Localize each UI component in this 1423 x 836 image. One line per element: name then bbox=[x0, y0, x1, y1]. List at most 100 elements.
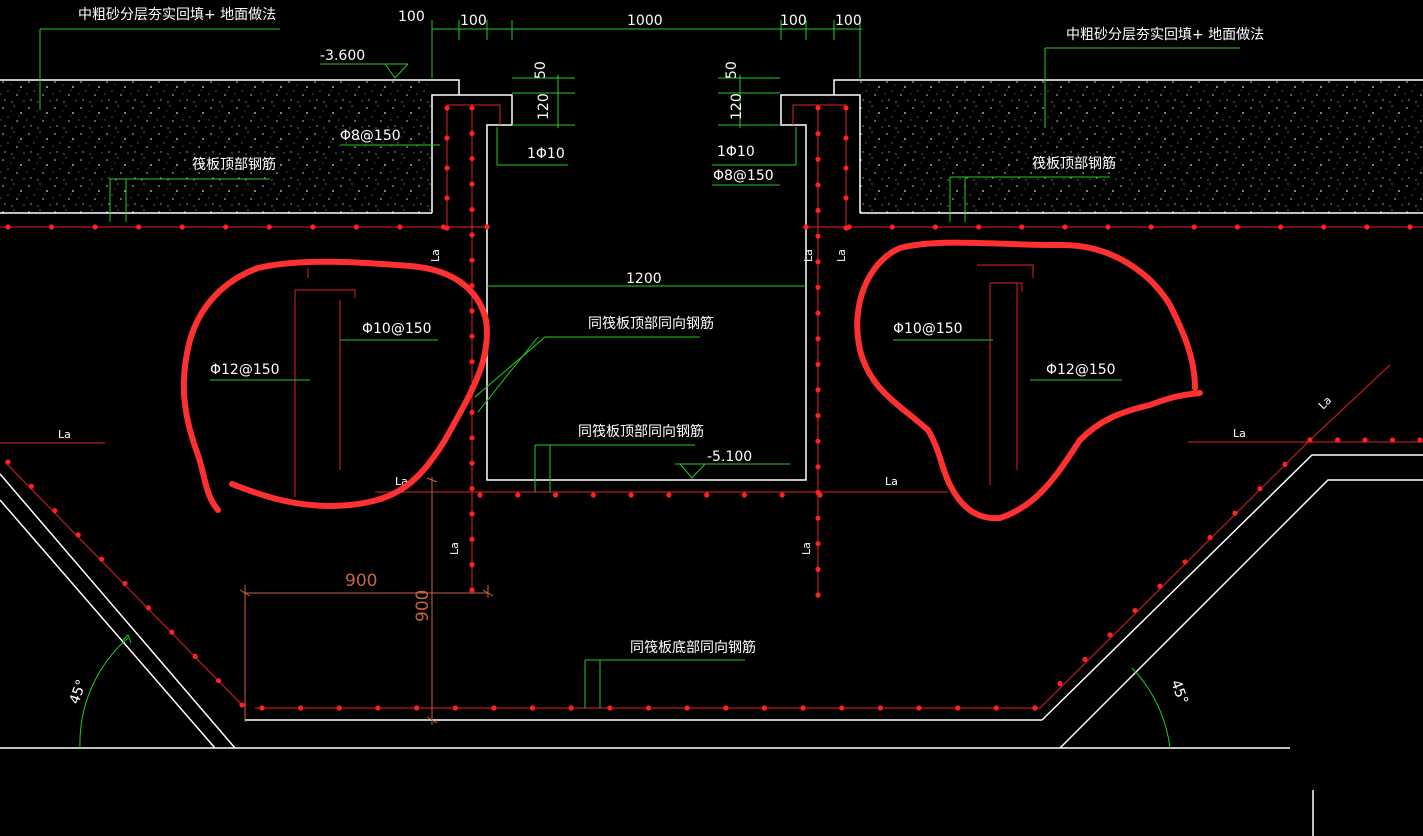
rebar-dot-16 bbox=[976, 224, 982, 230]
angle-right: 45° bbox=[1167, 678, 1191, 707]
rebar-dot-59 bbox=[815, 156, 821, 162]
rebar-dot-12 bbox=[803, 224, 809, 230]
rebar-dot-34 bbox=[469, 156, 475, 162]
rebar-dot-79 bbox=[553, 492, 559, 498]
rebar-dot-2 bbox=[92, 224, 98, 230]
rebar-dot-101 bbox=[375, 705, 381, 711]
dim-width-900: 900 bbox=[345, 571, 377, 591]
rebar-dot-90 bbox=[75, 532, 81, 538]
rebar-dot-21 bbox=[1191, 224, 1197, 230]
rebar-dot-33 bbox=[469, 130, 475, 136]
rebar-dot-9 bbox=[397, 224, 403, 230]
rebar-dot-131 bbox=[1307, 437, 1313, 443]
dim-top-100-a: 100 bbox=[398, 9, 425, 25]
stirrup-right: Φ8@150 bbox=[713, 168, 774, 184]
rebar-dot-53 bbox=[843, 135, 849, 141]
rebar-dot-19 bbox=[1105, 224, 1111, 230]
rebar-dot-121 bbox=[1082, 656, 1088, 662]
rebar-dot-110 bbox=[723, 705, 729, 711]
rebar-dot-129 bbox=[1282, 461, 1288, 467]
rebar-dot-128 bbox=[1257, 486, 1263, 492]
rebar-dot-95 bbox=[192, 653, 198, 660]
rebar-dot-45 bbox=[469, 435, 475, 441]
raft-top-rebar-left: 筏板顶部钢筋 bbox=[192, 156, 276, 173]
rebar-dot-27 bbox=[444, 105, 450, 111]
rebar-dot-114 bbox=[877, 705, 884, 711]
rebar-dot-100 bbox=[336, 705, 342, 711]
rebar-dot-124 bbox=[1157, 583, 1163, 589]
rebar-dot-50 bbox=[469, 562, 475, 568]
rebar-dot-111 bbox=[761, 705, 768, 711]
elevation-pit-bottom: -5.100 bbox=[707, 449, 752, 465]
rebar-dot-11 bbox=[484, 224, 490, 230]
rebar-dot-98 bbox=[259, 705, 265, 711]
dim-120-left: 120 bbox=[536, 93, 552, 120]
rebar-dot-68 bbox=[815, 387, 821, 393]
rebar-dot-113 bbox=[839, 705, 845, 711]
rebar-dot-92 bbox=[122, 580, 128, 587]
rebar-dot-112 bbox=[800, 705, 806, 711]
rebar-dot-28 bbox=[444, 135, 450, 141]
rebar-dot-86 bbox=[817, 492, 823, 498]
rebar-dot-31 bbox=[444, 225, 450, 231]
anchor-la-5: La bbox=[800, 542, 813, 555]
rebar-dot-18 bbox=[1062, 224, 1068, 230]
rebar-dot-35 bbox=[469, 181, 475, 187]
rebar-dot-15 bbox=[932, 224, 939, 230]
rebar-dot-104 bbox=[491, 705, 497, 711]
dim-50-left: 50 bbox=[533, 61, 549, 79]
rebar-dot-41 bbox=[469, 333, 475, 339]
rebar-dot-116 bbox=[955, 705, 961, 711]
rebar-dot-6 bbox=[266, 224, 272, 230]
rebar-dot-74 bbox=[815, 541, 821, 547]
rebar-dot-108 bbox=[645, 705, 652, 711]
anchor-la-1: La bbox=[429, 249, 442, 262]
rebar-dot-7 bbox=[310, 224, 316, 230]
rebar-dot-119 bbox=[1032, 705, 1038, 711]
rebar-dot-8 bbox=[353, 224, 359, 230]
orange-dimensions bbox=[239, 477, 494, 725]
rebar-dot-94 bbox=[169, 629, 175, 635]
rebar-dot-25 bbox=[1364, 224, 1370, 230]
rebar-dot-38 bbox=[469, 257, 475, 263]
trench-outline bbox=[431, 79, 861, 481]
rebar-dot-14 bbox=[889, 224, 895, 230]
rebar-dot-54 bbox=[843, 165, 849, 171]
rebar-dot-0 bbox=[5, 224, 11, 230]
rebar-dot-103 bbox=[452, 705, 458, 711]
same-as-top-1: 同筏板顶部同向钢筋 bbox=[588, 315, 714, 332]
rebar-dot-61 bbox=[815, 207, 821, 214]
bar-left: 1Φ10 bbox=[527, 146, 565, 162]
rebar-dot-29 bbox=[444, 165, 450, 171]
rebar-dot-99 bbox=[298, 705, 304, 711]
rebar-left-outer: Φ12@150 bbox=[210, 362, 280, 378]
rebar-dot-22 bbox=[1234, 224, 1240, 230]
rebar-dot-32 bbox=[469, 105, 475, 111]
rebar-dot-24 bbox=[1321, 224, 1327, 230]
rebar-dot-52 bbox=[843, 105, 849, 111]
rebar-dot-89 bbox=[52, 508, 58, 514]
rebar-dot-97 bbox=[239, 702, 245, 708]
rebar-dot-91 bbox=[99, 556, 105, 562]
dim-120-right: 120 bbox=[729, 93, 745, 120]
rebar-dot-48 bbox=[469, 511, 475, 517]
rebar-dot-46 bbox=[469, 460, 475, 466]
rebar-dot-62 bbox=[815, 233, 821, 239]
rebar-dot-82 bbox=[666, 492, 672, 498]
rebar-dot-67 bbox=[815, 361, 821, 367]
rebar-dot-55 bbox=[843, 195, 849, 201]
rebar-dot-85 bbox=[779, 492, 785, 498]
rebar-dot-122 bbox=[1107, 632, 1113, 638]
rebar-dot-88 bbox=[28, 483, 34, 489]
rebar-dot-132 bbox=[1334, 437, 1341, 443]
dim-top-100-b: 100 bbox=[460, 13, 487, 29]
dim-top-1000: 1000 bbox=[627, 13, 663, 29]
anchor-la-6: La bbox=[58, 428, 71, 441]
rebar-dot-58 bbox=[815, 131, 821, 137]
rebar-dot-83 bbox=[704, 492, 710, 498]
rebar-dot-23 bbox=[1278, 224, 1284, 230]
anchor-la-10: La bbox=[1316, 394, 1334, 412]
rebar-dot-63 bbox=[815, 259, 821, 265]
rebar-dot-44 bbox=[469, 409, 475, 415]
